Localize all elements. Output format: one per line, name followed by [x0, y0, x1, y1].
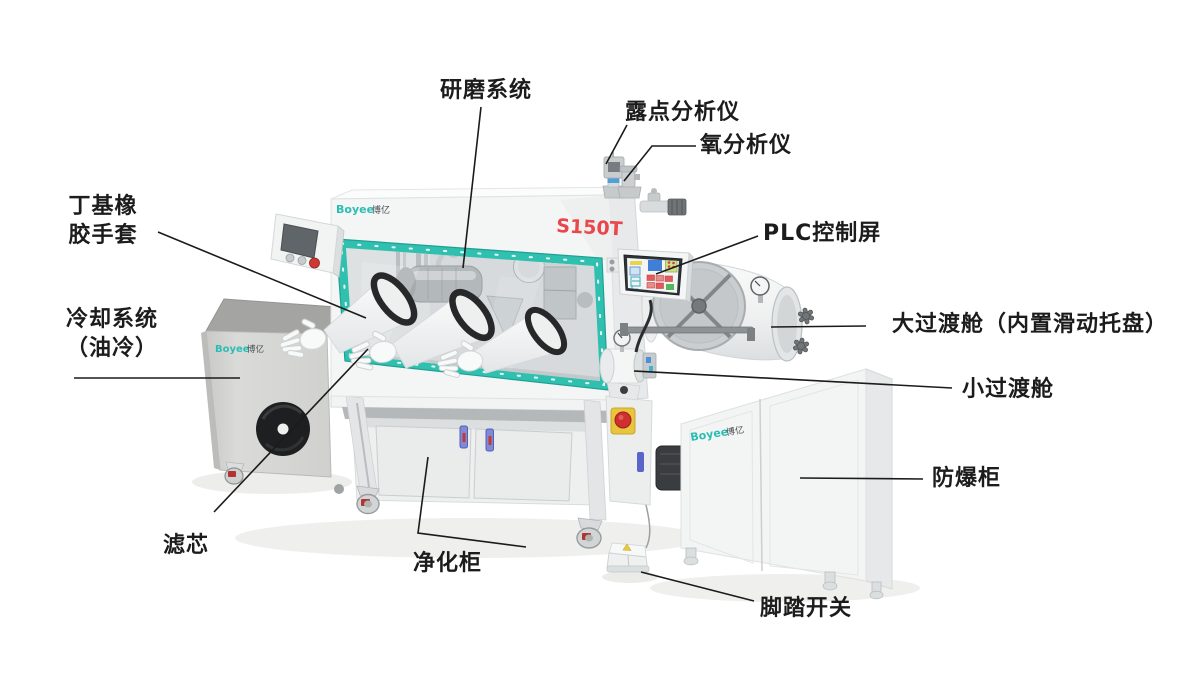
leader-explosion-proof-cabinet: [799, 477, 924, 480]
brand-logo-tank: Boyee 博亿: [215, 344, 264, 355]
foot-switch: [606, 504, 651, 573]
brand-logo-text: Boyee: [215, 344, 250, 355]
label-butyl-gloves-line1: 丁基橡: [68, 194, 138, 219]
cabinet-left-door: [375, 425, 472, 499]
plc-monitor: [606, 248, 694, 353]
brand-logo-glovebox: Boyee 博亿: [336, 203, 390, 216]
label-cooling-system-line2: （油冷）: [65, 336, 158, 361]
glove-3: [434, 306, 568, 381]
control-panel: [270, 213, 345, 278]
label-butyl-gloves: 丁基橡 胶手套: [58, 192, 148, 250]
label-explosion-proof-cabinet: 防爆柜: [932, 466, 1002, 491]
brand-logo-cn: 博亿: [725, 424, 745, 439]
butyl-gloves: [274, 272, 568, 381]
cooling-tank: Boyee 博亿: [201, 298, 337, 485]
column-blue-slot: [637, 452, 644, 472]
brand-logo-text: Boyee: [336, 203, 374, 216]
warning-triangle-icon: [622, 543, 632, 551]
label-plc-screen: PLC控制屏: [763, 221, 882, 246]
emergency-stop-button: [610, 407, 636, 435]
brand-logo-cabinet: Boyee 博亿: [689, 424, 745, 444]
foot-switch-cable: [645, 504, 651, 549]
leader-large-transfer-chamber: [770, 325, 867, 328]
clamp-knobs: [792, 307, 815, 355]
cabinet-right-door: [473, 428, 573, 502]
caster-front-right: [576, 517, 603, 549]
label-foot-switch: 脚踏开关: [760, 596, 853, 621]
oxygen-analyzer: [617, 165, 642, 199]
model-badge: S150T: [556, 215, 623, 240]
brand-logo-cn: 博亿: [247, 344, 264, 355]
cabinet-feet: [683, 547, 884, 600]
leader-filter-element: [213, 348, 369, 513]
label-cooling-system: 冷却系统 （油冷）: [52, 305, 172, 363]
leader-foot-switch: [640, 571, 755, 602]
door-handles: [459, 425, 494, 452]
leader-small-transfer-chamber: [633, 370, 953, 389]
leader-purification-cabinet: [417, 456, 527, 548]
leader-butyl-gloves: [157, 231, 367, 319]
label-oxygen-analyzer: 氧分析仪: [700, 133, 793, 158]
cooling-fan-icon: [256, 402, 310, 456]
label-butyl-gloves-line2: 胶手套: [68, 223, 138, 248]
brand-logo-cn: 博亿: [372, 204, 390, 216]
label-purification-cabinet: 净化柜: [413, 551, 483, 576]
label-dew-point-analyzer: 露点分析仪: [625, 100, 741, 125]
cabinet-door-seam: [759, 398, 763, 572]
label-grinding-system: 研磨系统: [440, 78, 533, 103]
label-filter-element: 滤芯: [163, 533, 210, 558]
label-large-transfer-chamber: 大过渡舱（内置滑动托盘）: [892, 312, 1169, 337]
leader-oxygen-analyzer: [623, 145, 696, 182]
tank-caster: [224, 461, 245, 485]
stand-leg-right: [583, 399, 607, 521]
pressure-gauge-large: [750, 276, 770, 303]
glove-1: [274, 272, 418, 363]
label-small-transfer-chamber: 小过渡舱: [962, 377, 1055, 402]
purification-cabinet: [330, 393, 622, 549]
leader-lines: [74, 106, 953, 602]
leader-plc-screen: [655, 235, 759, 275]
right-column: [605, 395, 653, 506]
label-cooling-system-line1: 冷却系统: [65, 307, 158, 332]
leader-grinding-system: [462, 106, 482, 269]
caster-front-left: [356, 485, 380, 515]
panel-red-button: [309, 257, 320, 269]
leader-dew-point-analyzer: [605, 124, 628, 165]
brand-logo-text: Boyee: [689, 425, 729, 444]
plc-cable: [634, 299, 653, 353]
glove-2: [345, 289, 495, 375]
explosion-proof-cabinet: Boyee 博亿: [679, 368, 894, 600]
side-valve-pipe: [639, 188, 687, 216]
small-transfer-chamber: [599, 329, 657, 401]
